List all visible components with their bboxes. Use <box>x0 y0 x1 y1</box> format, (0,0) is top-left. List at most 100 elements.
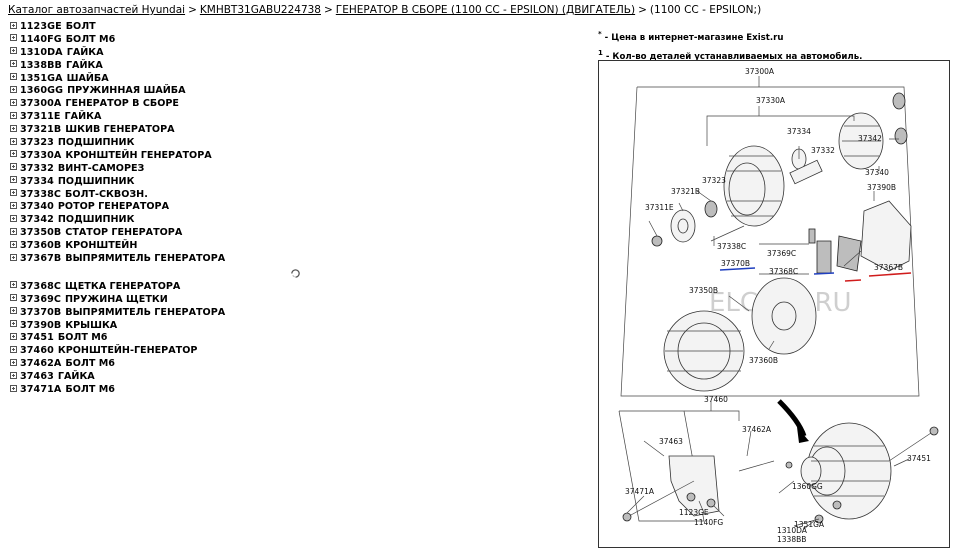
expand-plus-icon[interactable] <box>10 332 17 340</box>
part-name[interactable]: ПОДШИПНИК <box>57 214 135 226</box>
part-code[interactable]: 1360GG <box>20 85 64 97</box>
callout-label[interactable]: 37451 <box>907 454 931 463</box>
part-code[interactable]: 37342 <box>20 214 54 226</box>
callout-label[interactable]: 37330A <box>756 96 786 105</box>
part-code[interactable]: 37390B <box>20 319 62 331</box>
part-code[interactable]: 37463 <box>20 371 54 383</box>
callout-label[interactable]: 37471A <box>625 487 655 496</box>
part-name[interactable]: ВЫПРЯМИТЕЛЬ ГЕНЕРАТОРА <box>65 306 226 318</box>
part-code[interactable]: 37330A <box>20 149 62 161</box>
part-name[interactable]: БОЛТ М6 <box>65 33 116 45</box>
part-code[interactable]: 1310DA <box>20 46 63 58</box>
expand-plus-icon[interactable] <box>10 34 17 42</box>
expand-plus-icon[interactable] <box>10 21 17 29</box>
part-name[interactable]: ВЫПРЯМИТЕЛЬ ГЕНЕРАТОРА <box>65 253 226 265</box>
part-name[interactable]: ШАЙБА <box>66 72 109 84</box>
expand-plus-icon[interactable] <box>10 345 17 353</box>
part-code[interactable]: 37451 <box>20 332 54 344</box>
expand-plus-icon[interactable] <box>10 98 17 106</box>
callout-label[interactable]: 1360GG <box>792 482 823 491</box>
part-name[interactable]: ГАЙКА <box>57 371 95 383</box>
part-name[interactable]: СТАТОР ГЕНЕРАТОРА <box>65 227 183 239</box>
part-code[interactable]: 37323 <box>20 137 54 149</box>
part-name[interactable]: БОЛТ М6 <box>57 332 108 344</box>
callout-label[interactable]: 37369C <box>767 249 796 258</box>
callout-label[interactable]: 37338C <box>717 242 746 251</box>
part-name[interactable]: КРОНШТЕЙН-ГЕНЕРАТОР <box>57 345 198 357</box>
part-name[interactable]: ВИНТ-САМОРЕЗ <box>57 162 145 174</box>
part-code[interactable]: 37332 <box>20 162 54 174</box>
part-name[interactable]: ПРУЖИННАЯ ШАЙБА <box>67 85 186 97</box>
expand-plus-icon[interactable] <box>10 227 17 235</box>
callout-label[interactable]: 37463 <box>659 437 683 446</box>
expand-plus-icon[interactable] <box>10 371 17 379</box>
callout-label[interactable]: 1140FG <box>694 518 723 527</box>
part-code[interactable]: 37370B <box>20 306 62 318</box>
part-name[interactable]: БОЛТ М6 <box>65 358 115 370</box>
breadcrumb-group-link[interactable]: ГЕНЕРАТОР В СБОРЕ (1100 CC - EPSILON) (Д… <box>335 4 636 16</box>
part-name[interactable]: ПРУЖИНА ЩЕТКИ <box>65 293 168 305</box>
expand-plus-icon[interactable] <box>10 47 17 55</box>
expand-plus-icon[interactable] <box>10 214 17 222</box>
expand-plus-icon[interactable] <box>10 384 17 392</box>
part-name[interactable]: БОЛТ <box>65 21 96 32</box>
part-name[interactable]: КРОНШТЕЙН ГЕНЕРАТОРА <box>65 149 212 161</box>
callout-label[interactable]: 1123GE <box>679 508 709 517</box>
part-name[interactable]: БОЛТ М6 <box>65 384 115 396</box>
part-name[interactable]: КРОНШТЕЙН <box>65 240 138 252</box>
part-code[interactable]: 37340 <box>20 201 54 213</box>
callout-label[interactable]: 37334 <box>787 127 811 136</box>
expand-plus-icon[interactable] <box>10 281 17 289</box>
callout-label[interactable]: 37462A <box>742 425 772 434</box>
part-name[interactable]: ПОДШИПНИК <box>57 137 135 149</box>
part-code[interactable]: 1338BB <box>20 59 62 71</box>
callout-label[interactable]: 37368C <box>769 267 798 276</box>
callout-label[interactable]: 37390B <box>867 183 896 192</box>
expand-plus-icon[interactable] <box>10 240 17 248</box>
part-name[interactable]: БОЛТ-СКВОЗН. <box>65 188 148 200</box>
part-code[interactable]: 37460 <box>20 345 54 357</box>
expand-plus-icon[interactable] <box>10 60 17 68</box>
callout-label[interactable]: 37332 <box>811 146 835 155</box>
part-name[interactable]: ПОДШИПНИК <box>57 175 135 187</box>
expand-plus-icon[interactable] <box>10 124 17 132</box>
part-name[interactable]: ГАЙКА <box>65 59 103 71</box>
callout-label[interactable]: 37367B <box>874 263 903 272</box>
part-code[interactable]: 1123GE <box>20 21 62 32</box>
expand-plus-icon[interactable] <box>10 294 17 302</box>
expand-plus-icon[interactable] <box>10 358 17 366</box>
part-code[interactable]: 37350B <box>20 227 62 239</box>
callout-label[interactable]: 37460 <box>704 395 728 404</box>
expand-plus-icon[interactable] <box>10 320 17 328</box>
expand-plus-icon[interactable] <box>10 111 17 119</box>
part-name[interactable]: КРЫШКА <box>65 319 118 331</box>
callout-label[interactable]: 37300A <box>745 67 775 76</box>
part-code[interactable]: 37321B <box>20 124 62 136</box>
expand-plus-icon[interactable] <box>10 201 17 209</box>
expand-plus-icon[interactable] <box>10 85 17 93</box>
part-code[interactable]: 37368C <box>20 280 62 292</box>
part-code[interactable]: 1140FG <box>20 33 62 45</box>
part-name[interactable]: ГАЙКА <box>64 111 102 123</box>
breadcrumb-catalog-link[interactable]: Каталог автозапчастей Hyundai <box>8 4 186 16</box>
callout-label[interactable]: 1310DA <box>777 526 808 535</box>
expand-plus-icon[interactable] <box>10 163 17 171</box>
part-name[interactable]: ШКИВ ГЕНЕРАТОРА <box>65 124 175 136</box>
callout-label[interactable]: 1338BB <box>777 535 806 544</box>
callout-label[interactable]: 37340 <box>865 168 889 177</box>
